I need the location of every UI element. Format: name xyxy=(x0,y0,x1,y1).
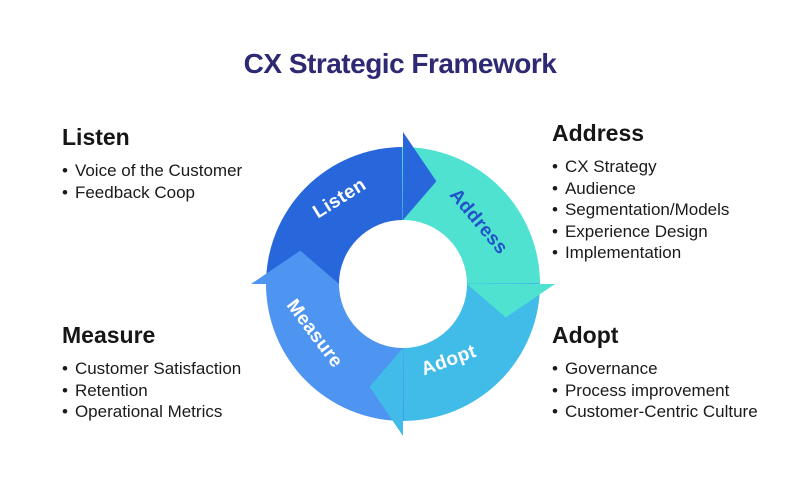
measure-heading: Measure xyxy=(62,322,156,348)
bullet-item: • Operational Metrics xyxy=(62,401,298,423)
bullet-item: • Segmentation/Models xyxy=(552,199,788,221)
bullet-item: • CX Strategy xyxy=(552,156,788,178)
bullet-item: • Feedback Coop xyxy=(62,182,298,204)
bullet-text: Customer Satisfaction xyxy=(74,359,242,378)
bullet-dot: • xyxy=(62,161,68,180)
segment-address-arc xyxy=(402,146,541,285)
bullet-dot: • xyxy=(552,402,558,421)
bullet-item: • Experience Design xyxy=(552,221,788,243)
bullet-item: • Voice of the Customer xyxy=(62,160,298,182)
bullet-dot: • xyxy=(552,243,558,262)
bullet-item: • Implementation xyxy=(552,242,788,264)
bullet-text: Customer-Centric Culture xyxy=(564,402,758,421)
bullet-item: • Process improvement xyxy=(552,380,788,402)
bullet-text: Audience xyxy=(564,178,636,198)
listen-heading: Listen xyxy=(62,124,130,150)
listen-bullet-list: • Voice of the Customer • Feedback Coop xyxy=(62,160,298,203)
bullet-dot: • xyxy=(62,359,68,378)
segment-measure-arc xyxy=(265,283,404,422)
adopt-heading: Adopt xyxy=(552,322,619,348)
bullet-text: Retention xyxy=(74,380,148,400)
bullet-dot: • xyxy=(552,380,558,400)
bullet-item: • Governance xyxy=(552,358,788,380)
bullet-text: Segmentation/Models xyxy=(564,200,730,219)
segment-measure-arrowhead xyxy=(251,250,339,284)
address-block: Address • CX Strategy • Audience • Segmentati… xyxy=(552,120,788,264)
bullet-dot: • xyxy=(62,182,68,202)
address-heading: Address xyxy=(552,120,645,146)
bullet-text: Process improvement xyxy=(564,380,730,400)
bullet-dot: • xyxy=(552,200,558,219)
measure-block: Measure • Customer Satisfaction • Retention… xyxy=(62,322,298,423)
bullet-dot: • xyxy=(552,221,558,241)
segment-listen-arrowhead xyxy=(403,132,437,220)
adopt-bullet-list: • Governance • Process improvement • Customer… xyxy=(552,358,788,423)
bullet-dot: • xyxy=(62,380,68,400)
adopt-block: Adopt • Governance • Process improvement • Cu… xyxy=(552,322,788,423)
bullet-item: • Retention xyxy=(62,380,298,402)
bullet-dot: • xyxy=(552,157,558,176)
bullet-text: Voice of the Customer xyxy=(74,161,243,180)
address-bullet-list: • CX Strategy • Audience • Segmentation/Model… xyxy=(552,156,788,264)
segment-adopt-arc xyxy=(402,283,541,422)
bullet-text: Experience Design xyxy=(564,221,708,241)
bullet-text: Operational Metrics xyxy=(74,402,223,421)
listen-block: Listen • Voice of the Customer • Feedback C… xyxy=(62,124,298,203)
bullet-item: • Audience xyxy=(552,178,788,200)
bullet-text: CX Strategy xyxy=(564,157,657,176)
bullet-text: Feedback Coop xyxy=(74,182,195,202)
bullet-item: • Customer Satisfaction xyxy=(62,358,298,380)
page-title: CX Strategic Framework xyxy=(243,48,557,79)
segment-address-arrowhead xyxy=(467,284,555,318)
segment-adopt-arrowhead xyxy=(369,348,403,436)
bullet-text: Governance xyxy=(564,359,658,378)
bullet-dot: • xyxy=(552,359,558,378)
segment-listen-arc xyxy=(265,146,404,285)
bullet-dot: • xyxy=(552,178,558,198)
bullet-dot: • xyxy=(62,402,68,421)
bullet-text: Implementation xyxy=(564,243,682,262)
measure-bullet-list: • Customer Satisfaction • Retention • Operati… xyxy=(62,358,298,423)
bullet-item: • Customer-Centric Culture xyxy=(552,401,788,423)
